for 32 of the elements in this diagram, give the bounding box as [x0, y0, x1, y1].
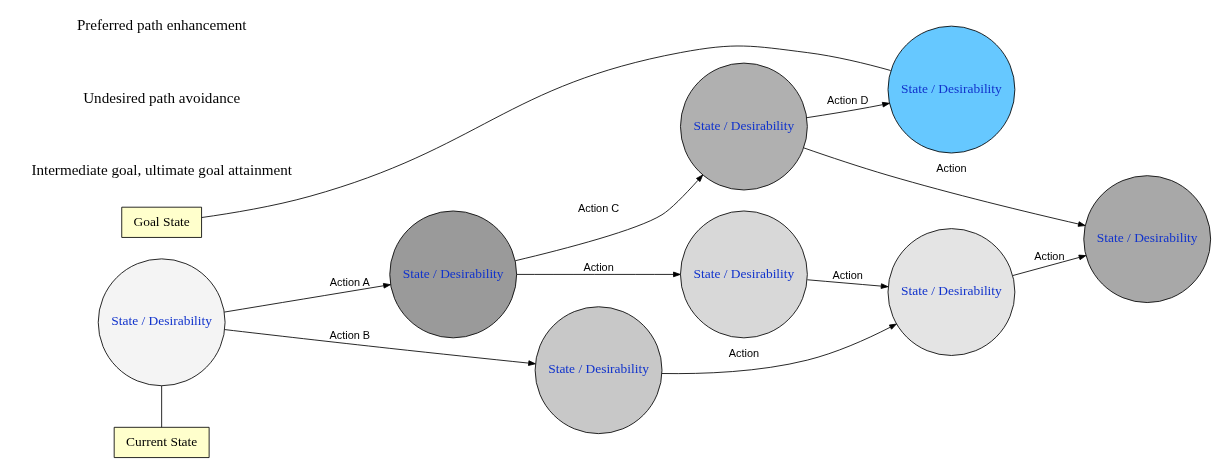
edge-label: Action B [329, 328, 371, 341]
arrow [224, 329, 536, 366]
arrow [661, 323, 897, 375]
node-circle: State / Desirability [1083, 175, 1212, 303]
node-circle: State / Desirability [389, 210, 518, 339]
arrow [514, 174, 704, 262]
edge-label: Action [583, 261, 614, 274]
edge-label: Action A [329, 275, 370, 288]
arrow [806, 279, 889, 289]
node-box: Goal State [121, 206, 202, 238]
node-circle: State / Desirability [680, 210, 808, 339]
edge-label: Action C [577, 201, 620, 214]
node-circle: State / Desirability [680, 62, 808, 191]
edge-label: Action [728, 347, 760, 360]
node-circle: State / Desirability [887, 25, 1016, 154]
edge-label: Action [936, 162, 967, 175]
arrow [223, 283, 391, 313]
connector [201, 45, 892, 218]
arrow [806, 101, 890, 119]
edge-label: Action [1034, 249, 1065, 262]
node-box: Current State [113, 426, 210, 458]
connector [161, 385, 163, 428]
edge-label: Action [832, 268, 863, 281]
edge-label: Action D [827, 94, 869, 107]
arrow [803, 147, 1086, 227]
label: Intermediate goal, ultimate goal attainment [31, 161, 292, 178]
label: Undesired path avoidance [83, 89, 241, 106]
node-circle: State / Desirability [97, 258, 226, 387]
label: Preferred path enhancement [76, 17, 247, 34]
node-circle: State / Desirability [534, 306, 663, 435]
arrow [1012, 254, 1087, 276]
arrow [516, 271, 681, 278]
